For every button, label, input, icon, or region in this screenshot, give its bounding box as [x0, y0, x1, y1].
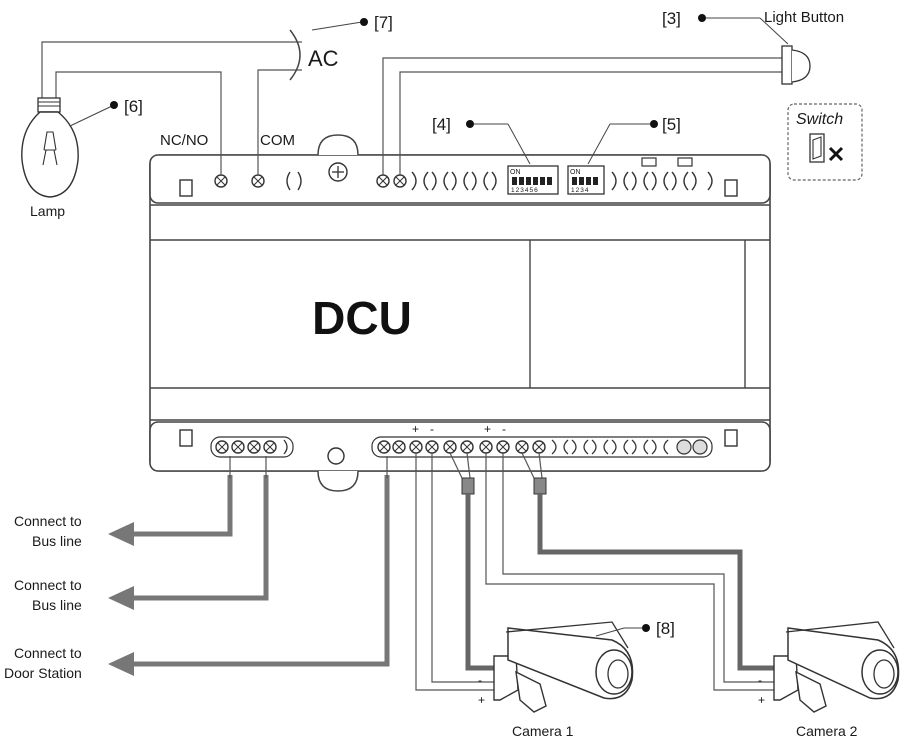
device-name: DCU [312, 292, 412, 344]
light-button-ref: [3] [662, 9, 681, 28]
ac-ref: [7] [374, 13, 393, 32]
lamp-bulb [21, 97, 118, 198]
bus-wiring [108, 456, 390, 676]
com-terminal-label: COM [260, 132, 295, 149]
dip-switch-6pos-on-text: ON [510, 169, 521, 176]
camera-2-icon: - + [758, 621, 900, 713]
camera-1-label: Camera 1 [512, 723, 574, 739]
camera-wiring [415, 452, 780, 691]
connection-2-line1: Connect to [14, 577, 82, 593]
cam1-plus-mark: + [412, 422, 419, 436]
lamp-label: Lamp [30, 203, 65, 219]
camera-ref-callout [595, 624, 650, 637]
connection-3-line1: Connect to [14, 645, 82, 661]
cam1-pos-label: + [478, 693, 485, 707]
dip-switch-ref-4: [4] [432, 115, 451, 134]
camera-2-label: Camera 2 [796, 723, 858, 739]
lamp-ac-wiring: AC [7] [41, 13, 393, 175]
light-button-label: Light Button [764, 9, 844, 26]
top-terminals [214, 157, 713, 191]
cam2-neg-label: - [758, 673, 762, 687]
light-button-wiring [382, 14, 811, 175]
cam2-plus-mark: + [484, 422, 491, 436]
dip-switch-4pos: ON 1234 [567, 165, 605, 195]
nc-no-terminal-label: NC/NO [160, 132, 208, 149]
dip-switch-4pos-digits: 1234 [571, 187, 589, 194]
switch-option-box [787, 103, 863, 181]
dip-switch-4pos-on-text: ON [570, 169, 581, 176]
cam1-minus-mark: - [430, 422, 434, 436]
connection-1-line2: Bus line [32, 533, 82, 549]
dip-switch-ref-5: [5] [662, 115, 681, 134]
dip-switch-6pos: ON 123456 [507, 165, 559, 195]
connection-1-line1: Connect to [14, 513, 82, 529]
connection-3-line2: Door Station [4, 665, 82, 681]
camera-1-icon: - + [478, 621, 634, 713]
dip-switch-6pos-digits: 123456 [511, 187, 539, 194]
ac-label: AC [308, 46, 339, 71]
camera-ref: [8] [656, 619, 675, 638]
cam2-minus-mark: - [502, 422, 506, 436]
dip-callouts [466, 120, 658, 165]
cam1-neg-label: - [478, 673, 482, 687]
lamp-ref: [6] [124, 97, 143, 116]
cam2-pos-label: + [758, 693, 765, 707]
connection-2-line2: Bus line [32, 597, 82, 613]
switch-option-label: Switch [796, 111, 843, 128]
